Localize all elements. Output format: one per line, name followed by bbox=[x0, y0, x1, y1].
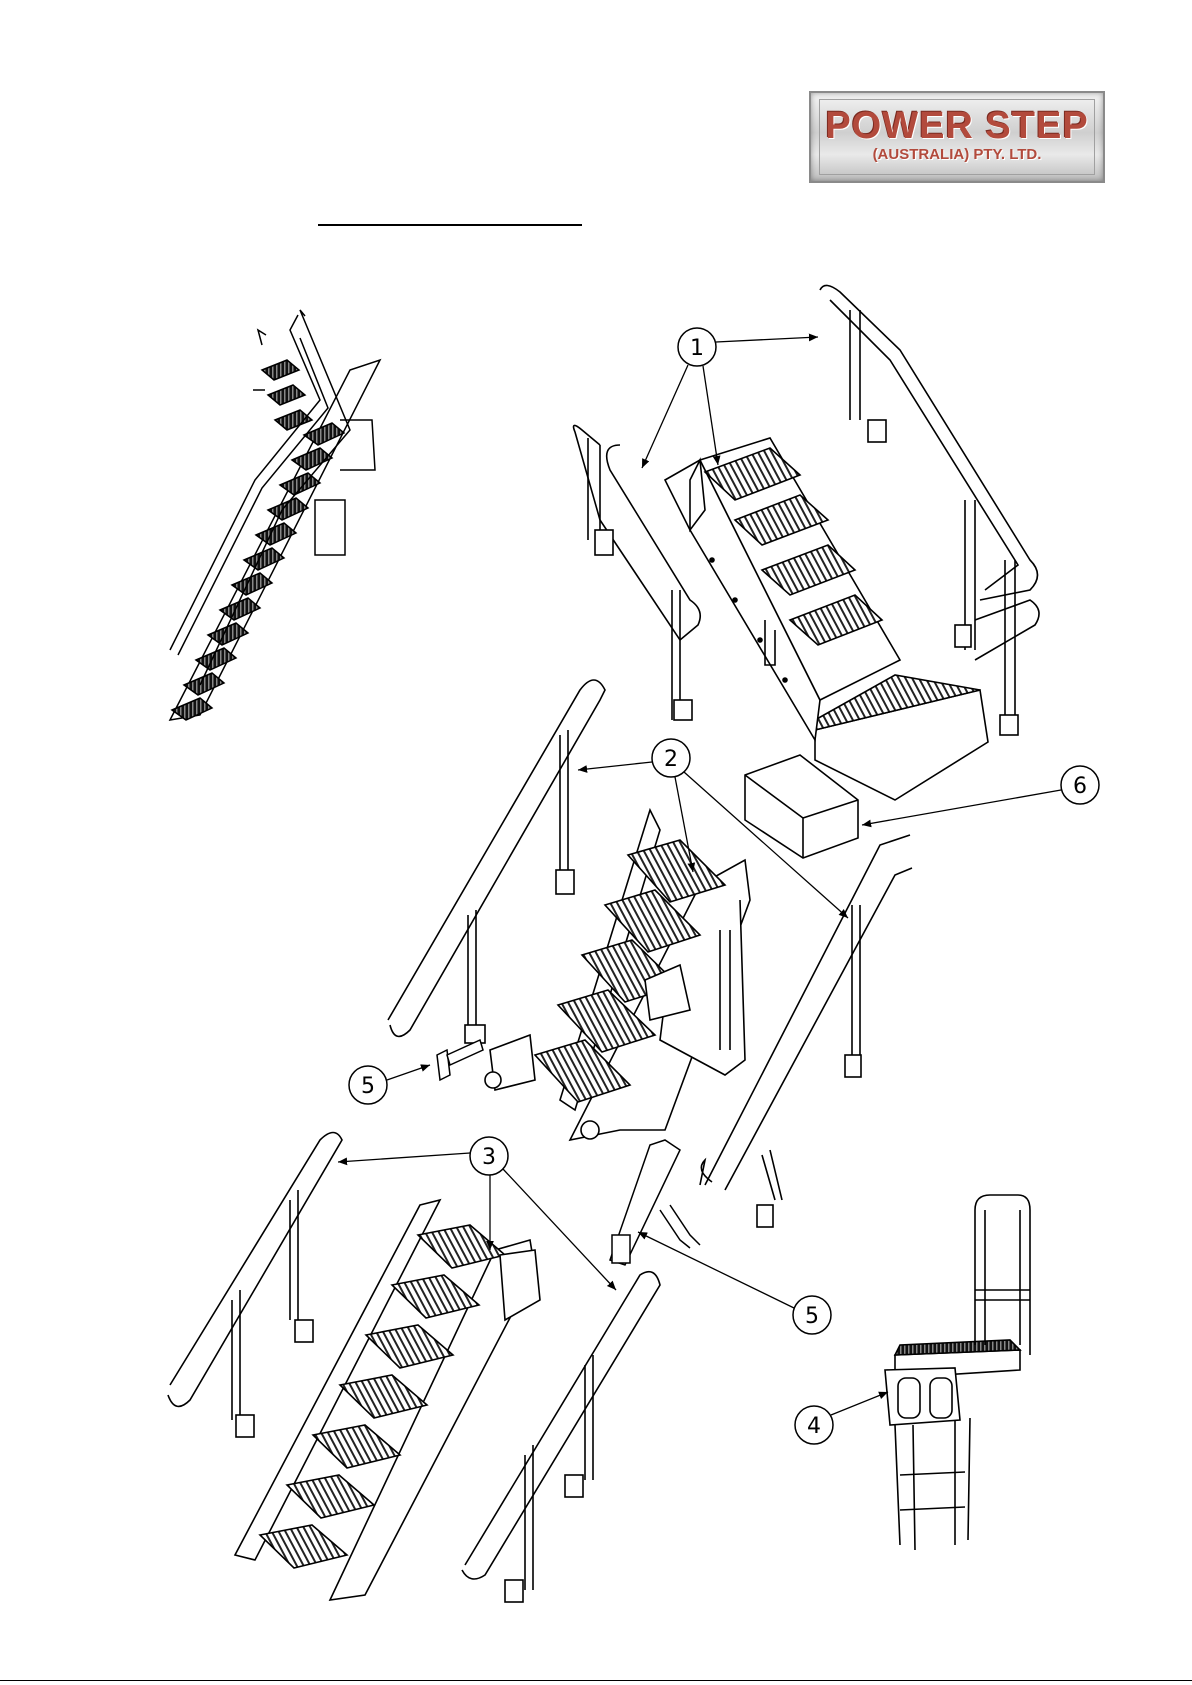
callout-4-label: 4 bbox=[807, 1414, 821, 1439]
callout-5a: 5 bbox=[349, 1065, 430, 1104]
callout-5b: 5 bbox=[638, 1232, 831, 1334]
callout-3-label: 3 bbox=[482, 1145, 496, 1170]
callout-1-label: 1 bbox=[690, 336, 704, 361]
callout-1: 1 bbox=[642, 328, 818, 468]
callout-5a-label: 5 bbox=[361, 1074, 375, 1099]
bracket-part-5a bbox=[437, 1040, 483, 1080]
callout-3: 3 bbox=[338, 1137, 616, 1290]
callout-4: 4 bbox=[795, 1392, 888, 1444]
assembled-stair-overview bbox=[170, 310, 380, 720]
linkage-part-5b bbox=[610, 1140, 700, 1265]
callout-6-label: 6 bbox=[1073, 774, 1087, 799]
stair-section-3 bbox=[168, 1133, 660, 1603]
stair-section-1 bbox=[574, 285, 1039, 800]
callout-2-label: 2 bbox=[664, 747, 678, 772]
page-bottom-border bbox=[0, 1680, 1192, 1681]
platform-section-4 bbox=[885, 1195, 1030, 1550]
callout-5b-label: 5 bbox=[805, 1304, 819, 1329]
